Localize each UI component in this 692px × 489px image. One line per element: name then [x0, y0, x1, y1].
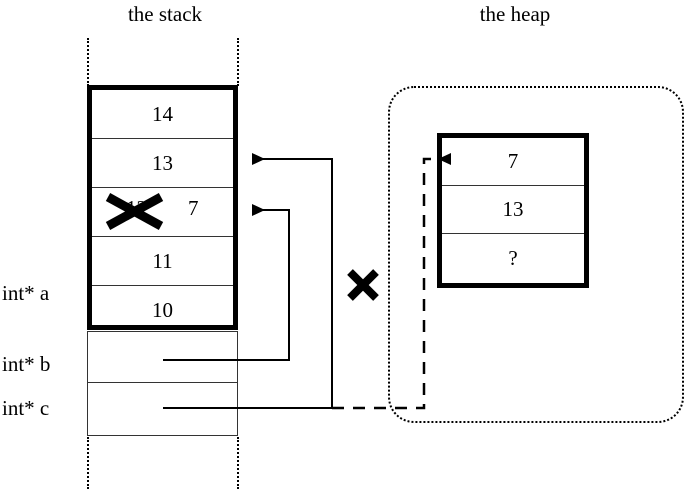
- stack-frame: 14 13 12 7 11 10: [87, 85, 238, 330]
- pointer-slot-b: [88, 332, 237, 383]
- heap-cell-value: 13: [502, 197, 524, 221]
- heap-cell-value: 7: [507, 149, 519, 173]
- stack-cell-value: 14: [152, 101, 173, 126]
- stack-guide-bottom-right: [237, 437, 239, 489]
- stack-cell-struck: 12 7: [92, 188, 233, 237]
- stack-cell: 14: [92, 90, 233, 139]
- heap-cell: ?: [442, 234, 584, 283]
- stack-cell-value: 11: [152, 248, 173, 273]
- heap-block: 7 13 ?: [437, 133, 589, 288]
- stack-guide-top-left: [87, 38, 89, 86]
- pointer-label-c: int* c: [2, 396, 50, 420]
- stack-cell: 11: [92, 237, 233, 286]
- stack-cell-value: 13: [152, 150, 173, 175]
- heap-cell: 7: [442, 138, 584, 186]
- pointer-slot-c: [88, 383, 237, 435]
- stack-title: the stack: [127, 2, 203, 26]
- heap-title: the heap: [479, 2, 551, 26]
- stack-guide-bottom-left: [87, 437, 89, 489]
- stack-cell: 10: [92, 286, 233, 335]
- stack-guide-top-right: [237, 38, 239, 86]
- x-cross-mark: [347, 269, 379, 301]
- stack-cell: 13: [92, 139, 233, 188]
- heap-cell: 13: [442, 186, 584, 234]
- pointer-label-b: int* b: [2, 352, 51, 376]
- stack-cell-value: 12: [126, 196, 147, 220]
- stack-cell-value: 10: [152, 298, 173, 322]
- pointer-label-a: int* a: [2, 281, 50, 305]
- heap-cell-value: ?: [508, 246, 518, 270]
- pointer-slots: [87, 331, 238, 436]
- stack-cell-new-value: 7: [188, 196, 199, 220]
